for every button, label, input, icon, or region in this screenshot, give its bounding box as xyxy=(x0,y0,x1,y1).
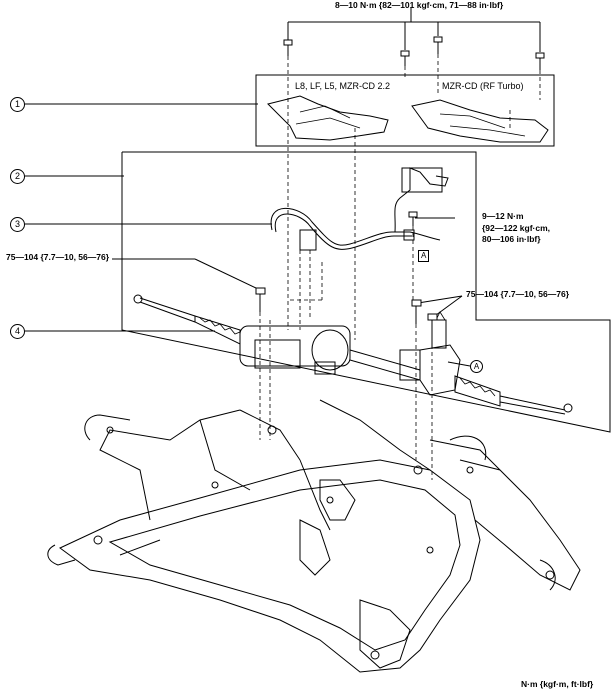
torque-spec-right-gear-bolts: 75—104 {7.7—10, 56—76} xyxy=(466,289,570,299)
callout-1: 1 xyxy=(10,97,25,112)
heat-shield-bolt xyxy=(283,39,293,56)
heat-shield-bolt xyxy=(400,50,410,66)
pipe-clamp xyxy=(299,229,317,251)
steering-assembly-box xyxy=(121,151,611,433)
callout-4: 4 xyxy=(10,324,25,339)
engine-label-mzr-cd-rf-turbo: MZR-CD (RF Turbo) xyxy=(442,81,524,91)
steering-gear xyxy=(133,294,573,415)
heat-shield-left xyxy=(267,95,389,141)
front-subframe xyxy=(47,399,581,673)
torque-spec-bracket-line1: 9—12 N·m xyxy=(482,211,524,221)
torque-spec-bracket-line3: 80—106 in·lbf} xyxy=(482,234,541,244)
fluid-pipe xyxy=(270,207,441,246)
torque-spec-left-gear-bolt: 75—104 {7.7—10, 56—76} xyxy=(6,252,110,262)
torque-spec-bracket-line2: {92—122 kgf·cm, xyxy=(482,223,551,233)
reference-a-circle: A xyxy=(470,360,483,373)
top-torque-bracket xyxy=(287,8,541,52)
callout-2: 2 xyxy=(10,169,25,184)
reference-a-box: A xyxy=(418,250,430,262)
callout-3: 3 xyxy=(10,217,25,232)
heat-shield-right xyxy=(411,99,549,143)
units-note: N·m {kgf·m, ft·lbf} xyxy=(521,679,594,689)
engine-label-l8-lf-l5: L8, LF, L5, MZR-CD 2.2 xyxy=(295,81,391,91)
heat-shield-bolt xyxy=(535,52,545,70)
heat-shield-bolt xyxy=(433,36,443,54)
torque-spec-heat-shield: 8—10 N·m {82—101 kgf·cm, 71—88 in·lbf} xyxy=(335,0,504,10)
